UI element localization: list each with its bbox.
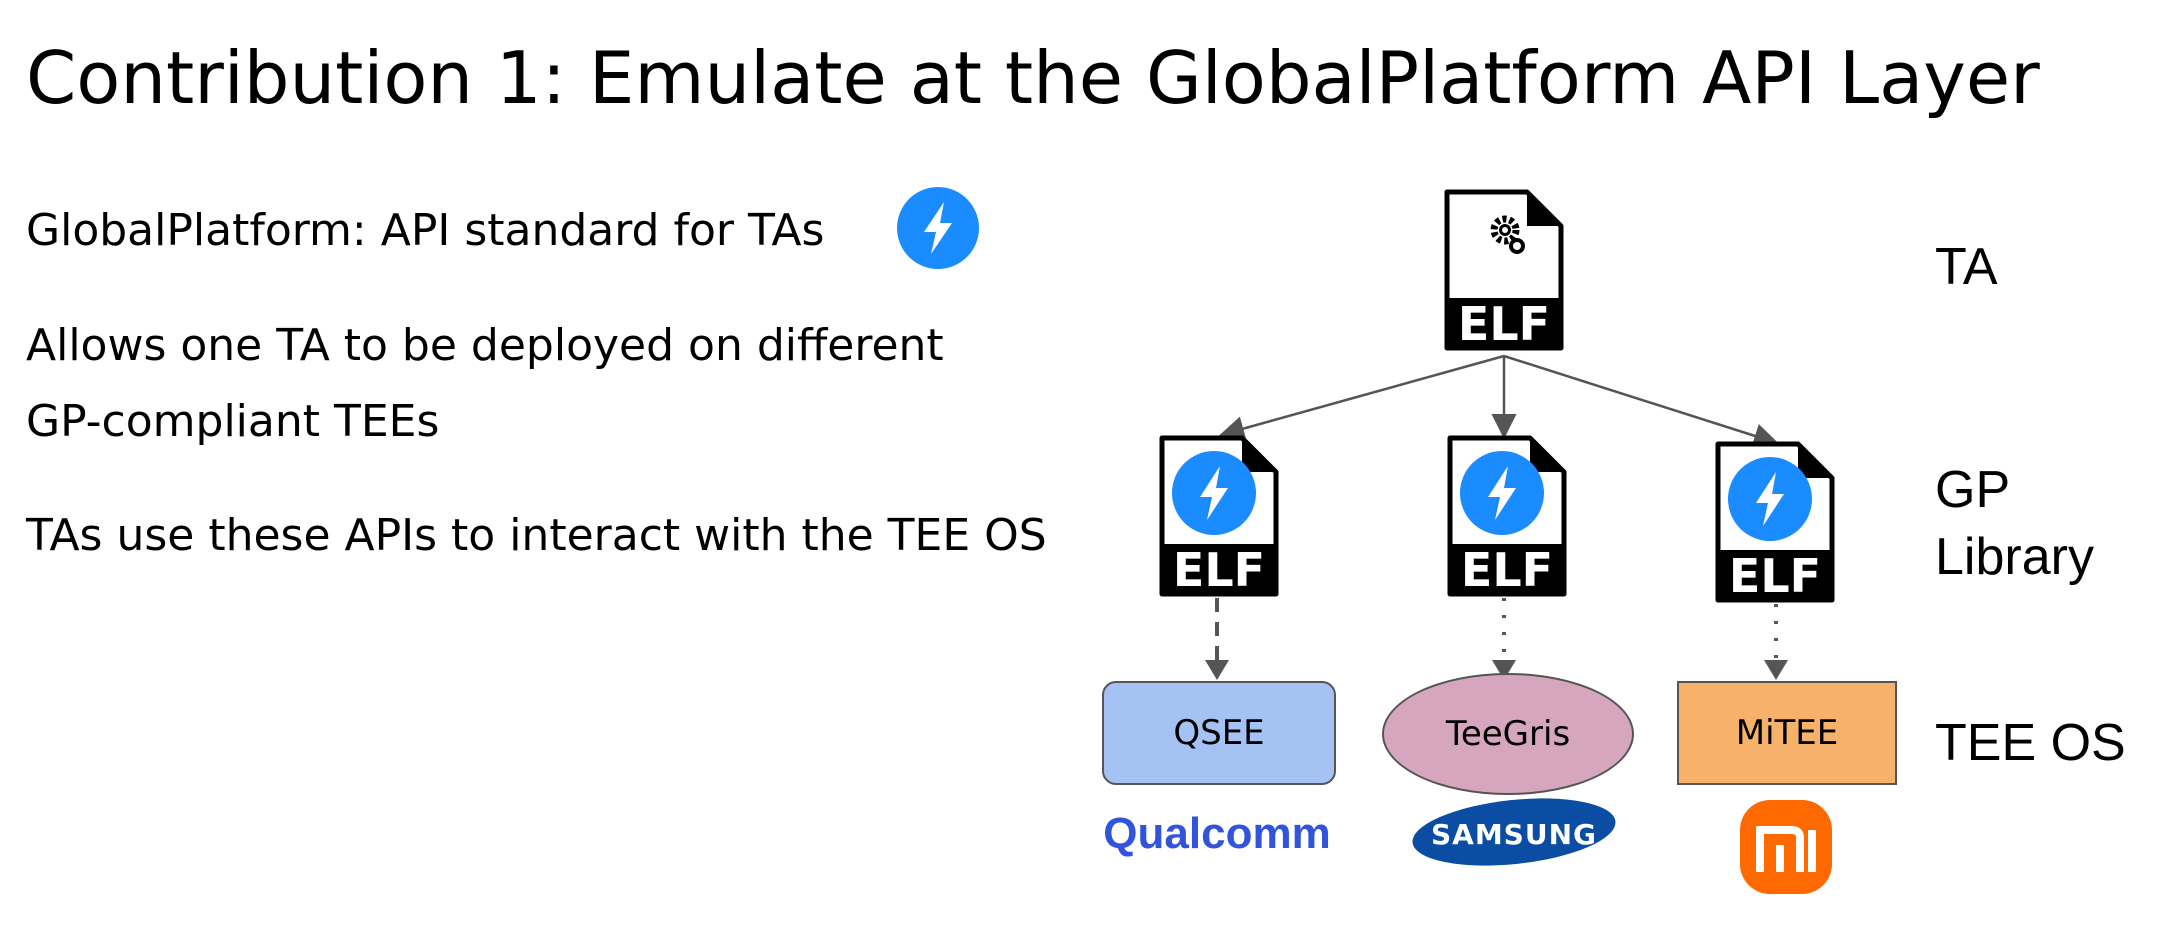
arrow-ta-gp-left [1219,354,1505,441]
tee-os-teegris: TeeGris [1382,673,1634,795]
arrow-ta-gp-right [1503,354,1779,448]
samsung-logo-text: SAMSUNG [1431,818,1597,851]
elf-file-bolt-icon: ELF [1715,441,1835,603]
layer-label-ta: TA [1935,238,1998,296]
elf-file-bolt-icon: ELF [1159,435,1279,597]
elf-label: ELF [1458,297,1550,351]
elf-label: ELF [1461,543,1553,597]
ta-to-gp-arrows [1219,354,1779,448]
qualcomm-logo: Qualcomm [1103,809,1330,858]
elf-file-gear-icon: ELF [1444,189,1564,351]
layer-label-library: Library [1935,528,2094,586]
bolt-badge-icon [897,187,979,269]
bullet-deploy: Allows one TA to be deployed on differen… [26,320,944,447]
tee-os-qsee: QSEE [1102,681,1336,785]
slide-title: Contribution 1: Emulate at the GlobalPla… [26,36,2040,120]
bullet-globalplatform: GlobalPlatform: API standard for TAs [26,205,825,256]
samsung-logo: SAMSUNG [1412,798,1616,866]
xiaomi-logo [1740,800,1832,894]
elf-label: ELF [1729,549,1821,603]
bullet-interact: TAs use these APIs to interact with the … [26,510,1047,561]
elf-label: ELF [1173,543,1265,597]
gp-to-tee-arrows [1215,598,1778,662]
layer-label-tee-os: TEE OS [1935,714,2126,772]
tee-os-mitee: MiTEE [1677,681,1897,785]
layer-label-gp: GP [1935,461,2011,519]
elf-file-bolt-icon: ELF [1447,435,1567,597]
gp-to-tee-arrowheads [1205,660,1788,680]
